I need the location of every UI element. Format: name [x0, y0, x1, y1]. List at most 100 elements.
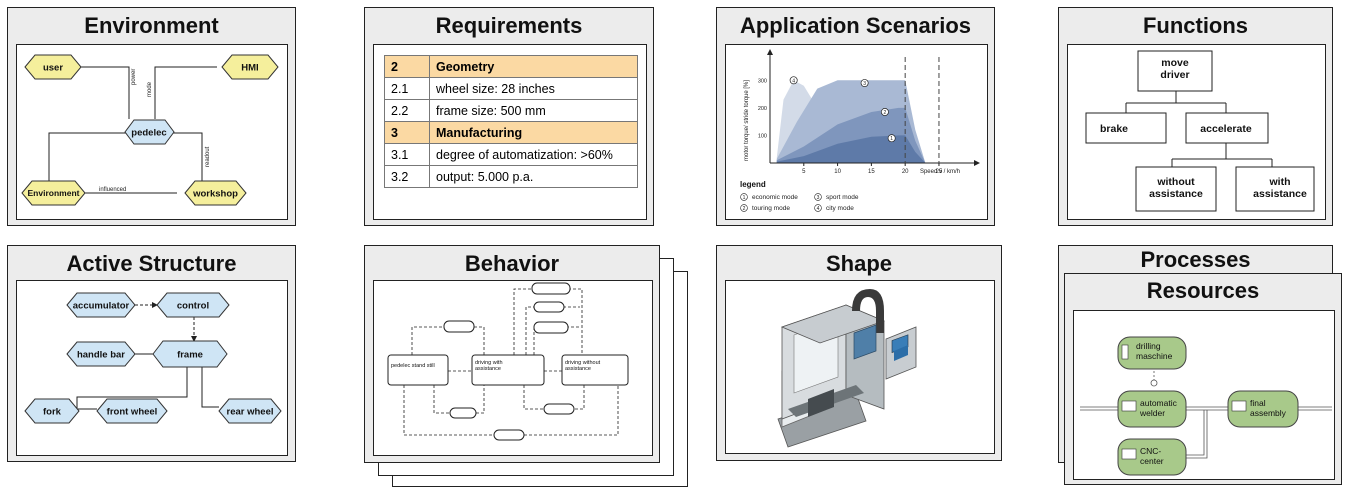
requirements-title: Requirements: [435, 13, 583, 38]
svg-text:user: user: [43, 63, 63, 74]
x-axis-label: Speed v / km/h: [920, 169, 960, 175]
x-tick-label: 25: [936, 169, 943, 175]
svg-text:accumulator: accumulator: [73, 301, 130, 312]
edge-label-mode: mode: [147, 81, 153, 97]
legend-marker-label: 2: [743, 206, 746, 212]
transition-label: [531, 282, 571, 295]
svg-text:workshop: workshop: [192, 189, 238, 200]
legend-marker: [740, 204, 748, 212]
resources-panel: Resources: [1064, 273, 1342, 485]
shape-image-area: [725, 280, 995, 454]
requirement-number: 3.2: [384, 165, 430, 188]
legend-title: legend: [740, 180, 766, 189]
behavior-panel: Behavior: [364, 245, 660, 463]
edge-label-power: power: [131, 69, 137, 85]
requirement-number: 2.2: [384, 99, 430, 122]
resource-final-assembly: [1227, 390, 1299, 428]
requirement-text: degree of automatization: >60%: [429, 143, 638, 166]
processes-title: Processes: [1140, 247, 1251, 272]
y-axis-arrow: [767, 49, 773, 55]
legend-marker: [814, 204, 822, 212]
node-environment: [21, 180, 86, 206]
scenario-marker: [860, 79, 869, 88]
svg-text:HMI: HMI: [241, 63, 258, 74]
node-accumulator: [66, 292, 136, 318]
svg-text:CNC-center: CNC-center: [1140, 446, 1164, 466]
welder-icon: [1121, 400, 1137, 412]
requirement-number: 3.1: [384, 143, 430, 166]
assembly-icon: [1231, 400, 1247, 412]
scenarios-title: Application Scenarios: [739, 13, 972, 38]
active-structure-title: Active Structure: [66, 251, 237, 276]
node-pedelec: [124, 119, 175, 145]
svg-text:accelerate: accelerate: [1200, 123, 1252, 135]
environment-diagram: power mode readout influenced user HMI p…: [16, 44, 288, 220]
functions-title: Functions: [1142, 13, 1249, 38]
node-handle-bar: [66, 341, 136, 367]
svg-text:frame: frame: [177, 350, 203, 361]
x-tick-label: 10: [834, 169, 841, 175]
edge-label-influenced: influenced: [99, 187, 126, 193]
resource-drilling-maschine: [1117, 336, 1187, 370]
scenario-marker-label: 2: [884, 110, 887, 116]
svg-text:fork: fork: [43, 407, 62, 418]
transition-label: [443, 320, 475, 333]
cnc-icon: [1121, 448, 1137, 460]
edge-label-readout: readout: [205, 146, 211, 167]
function-with-assistance: [1235, 166, 1315, 212]
legend-item: city mode: [826, 205, 854, 212]
y-tick-label: 300: [758, 78, 767, 84]
svg-text:pedelec: pedelec: [131, 128, 166, 139]
x-tick-label: 20: [902, 169, 909, 175]
milling-machine-image: [777, 289, 917, 448]
requirement-text: output: 5.000 p.a.: [429, 165, 638, 188]
y-tick-label: 200: [758, 106, 767, 112]
y-axis-label: motor torque/ stride torque [%]: [744, 80, 750, 161]
state-pedelec-stand-still: [387, 354, 449, 386]
scenario-marker-label: 4: [792, 78, 795, 84]
svg-text:handle bar: handle bar: [77, 350, 125, 361]
node-fork: [24, 398, 80, 424]
shape-panel: Shape: [716, 245, 1002, 461]
legend-item: touring mode: [752, 205, 790, 212]
node-rear-wheel: [218, 398, 282, 424]
node-hmi: [221, 54, 279, 80]
legend-marker: [814, 193, 822, 201]
svg-text:control: control: [177, 301, 209, 312]
x-tick-label: 5: [802, 169, 806, 175]
svg-text:front wheel: front wheel: [107, 407, 158, 418]
requirement-number: 2.1: [384, 77, 430, 100]
svg-text:pedelec stand still: pedelec stand still: [391, 363, 435, 369]
function-accelerate: [1185, 112, 1269, 144]
requirement-text: frame size: 500 mm: [429, 99, 638, 122]
series-area-1: [776, 135, 926, 163]
transition-label: [543, 403, 575, 415]
x-axis-arrow: [974, 160, 980, 166]
environment-title: Environment: [84, 13, 219, 38]
transition-label: [533, 301, 565, 313]
behavior-title: Behavior: [464, 251, 560, 276]
svg-text:rear wheel: rear wheel: [227, 407, 274, 418]
scenario-marker: [887, 134, 896, 143]
scenario-marker: [880, 108, 889, 116]
node-front-wheel: [96, 398, 168, 424]
svg-text:Environment: Environment: [28, 188, 80, 198]
